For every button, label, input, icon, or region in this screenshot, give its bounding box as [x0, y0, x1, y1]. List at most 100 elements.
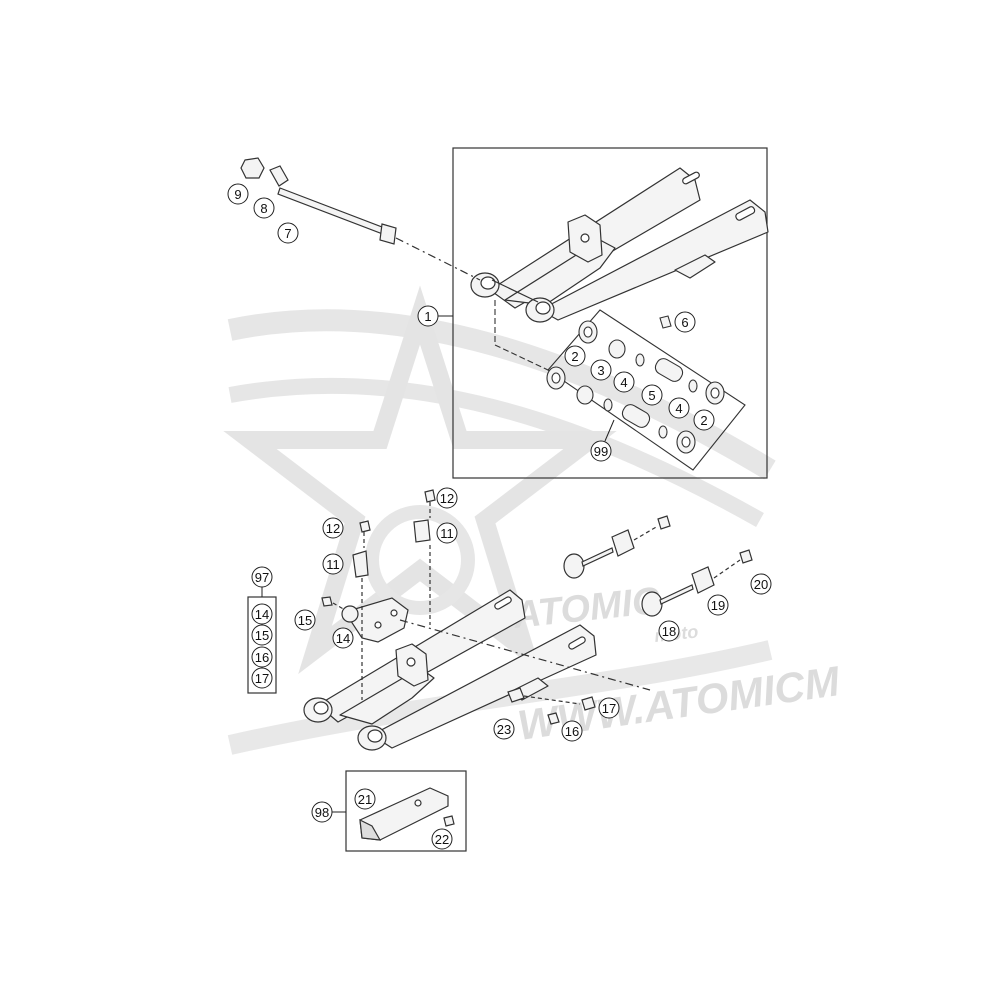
clamp-11 [413, 519, 431, 543]
axle-spacer [641, 591, 663, 617]
pivot-tube [491, 279, 539, 303]
seal-ring-hole [583, 326, 593, 338]
callout-15[interactable]: 15 [294, 609, 316, 631]
callout-9[interactable]: 9 [227, 183, 249, 205]
assembly-dashline [494, 344, 549, 371]
callout-ring [251, 646, 273, 668]
callout-label: 11 [440, 526, 454, 541]
callout-ring [613, 371, 635, 393]
callout-7[interactable]: 7 [277, 222, 299, 244]
callout-22[interactable]: 22 [431, 828, 453, 850]
callout-label: 19 [711, 598, 725, 613]
callout-label: 6 [681, 315, 688, 330]
callout-label: 99 [594, 444, 608, 459]
callout-label: 18 [662, 624, 676, 639]
callout-17[interactable]: 17 [251, 667, 273, 689]
callout-19[interactable]: 19 [707, 594, 729, 616]
callout-ring [431, 828, 453, 850]
seal-ring-hole [551, 372, 561, 384]
needle-bearing [688, 379, 698, 393]
callout-15[interactable]: 15 [251, 624, 273, 646]
callout-label: 4 [675, 401, 682, 416]
callout-label: 8 [260, 201, 267, 216]
callout-5[interactable]: 5 [641, 384, 663, 406]
callout-label: 5 [648, 388, 655, 403]
seal-ring-hole [681, 436, 691, 448]
callout-ring [658, 620, 680, 642]
callout-4[interactable]: 4 [668, 397, 690, 419]
callout-ring [253, 197, 275, 219]
pivot-bushing [654, 358, 684, 382]
callout-label: 12 [326, 521, 340, 536]
callout-97[interactable]: 97 [251, 566, 273, 597]
brake-caliper-mount [674, 254, 716, 279]
callout-16[interactable]: 16 [561, 720, 583, 742]
callout-3[interactable]: 3 [590, 359, 612, 381]
callout-label: 9 [234, 187, 241, 202]
callout-18[interactable]: 18 [658, 620, 680, 642]
callout-label: 14 [336, 631, 350, 646]
callout-label: 1 [424, 309, 431, 324]
assembly-dashline [395, 237, 481, 281]
callout-14[interactable]: 14 [251, 603, 273, 625]
callout-label: 2 [700, 413, 707, 428]
watermark-swoosh [227, 309, 776, 480]
callout-99[interactable]: 99 [590, 419, 615, 462]
callout-4[interactable]: 4 [613, 371, 635, 393]
screw-22 [443, 815, 455, 827]
callout-98[interactable]: 98 [311, 801, 346, 823]
callout-ring [561, 720, 583, 742]
seal-ring-hole [710, 387, 720, 399]
callout-17[interactable]: 17 [598, 697, 620, 719]
swingarm-assembly-frame [452, 147, 768, 479]
callout-label: 12 [440, 491, 454, 506]
callout-ring [590, 440, 612, 462]
pivot-bush-right-face [535, 301, 551, 315]
callout-ring [750, 573, 772, 595]
callout-23[interactable]: 23 [493, 718, 515, 740]
callout-ring [693, 409, 715, 431]
callout-label: 3 [597, 363, 604, 378]
callout-1[interactable]: 1 [417, 305, 453, 327]
axle-washer [269, 165, 289, 187]
adjuster-plate [611, 529, 635, 557]
callout-label: 2 [571, 349, 578, 364]
shock-mount-hole [406, 657, 416, 667]
callout-label: 14 [255, 607, 269, 622]
pivot-bush-right-face [367, 729, 383, 743]
axle-slot [682, 171, 700, 185]
adjuster-bolt [581, 547, 614, 567]
callout-11[interactable]: 11 [436, 522, 458, 544]
watermark-star [223, 285, 617, 675]
callout-label: 20 [754, 577, 768, 592]
callout-6[interactable]: 6 [674, 311, 696, 333]
callout-8[interactable]: 8 [253, 197, 275, 219]
nut-12 [359, 520, 371, 533]
swingarm-bottom [303, 589, 597, 751]
slider-hole [414, 799, 422, 807]
callout-2[interactable]: 2 [564, 345, 586, 367]
chain-guide-group [321, 489, 436, 700]
guide-hole [374, 621, 382, 629]
spacer-sleeve [576, 385, 594, 405]
callout-21[interactable]: 21 [354, 788, 376, 810]
callout-2[interactable]: 2 [693, 409, 715, 431]
callout-11[interactable]: 11 [322, 553, 344, 575]
assembly-dashline [523, 695, 581, 705]
callout-16[interactable]: 16 [251, 646, 273, 668]
needle-bearing [603, 398, 613, 412]
watermark-swoosh [228, 377, 764, 527]
callout-ring [332, 627, 354, 649]
callout-14[interactable]: 14 [332, 627, 354, 649]
adjuster-bolt [659, 584, 694, 605]
needle-bearing [635, 353, 645, 367]
callout-12[interactable]: 12 [322, 517, 344, 539]
callout-12[interactable]: 12 [436, 487, 458, 509]
callout-ring [354, 788, 376, 810]
callout-label: 16 [255, 650, 269, 665]
nut-12 [424, 489, 436, 503]
callout-label: 16 [565, 724, 579, 739]
callout-20[interactable]: 20 [750, 573, 772, 595]
pivot-bush-left-face [480, 276, 496, 290]
assembly-dashline [399, 619, 651, 691]
